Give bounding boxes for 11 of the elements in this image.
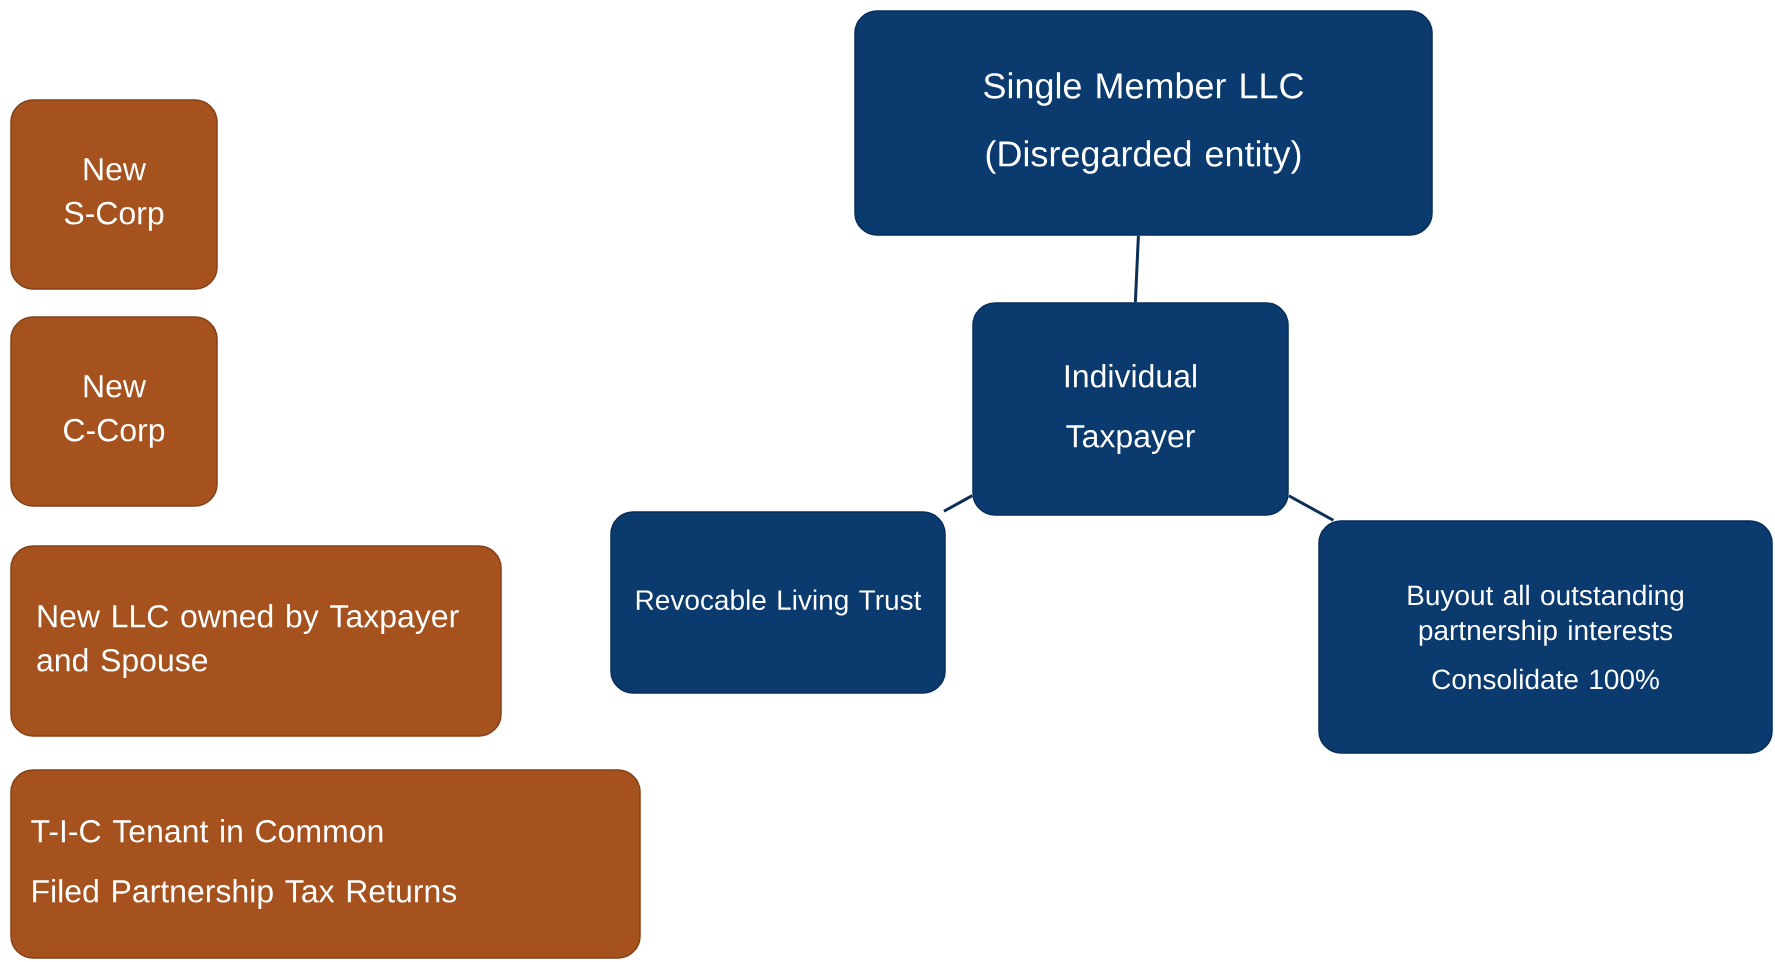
- connector-line: [943, 494, 973, 513]
- entity-box: T-I-C Tenant in Common Filed Partnership Tax Returns: [10, 769, 641, 959]
- entity-box: New C-Corp: [10, 316, 218, 507]
- entity-box: New S-Corp: [10, 99, 218, 290]
- entity-box: Individual Taxpayer: [972, 302, 1289, 516]
- entity-box: Revocable Living Trust: [610, 511, 946, 694]
- entity-box: New LLC owned by Taxpayer and Spouse: [10, 545, 502, 737]
- entity-box: Buyout all outstanding partnership interests Consolidate 100%: [1318, 520, 1773, 754]
- connector-line: [1133, 235, 1140, 303]
- connector-line: [1288, 494, 1335, 522]
- entity-box: Single Member LLC (Disregarded entity): [854, 10, 1433, 236]
